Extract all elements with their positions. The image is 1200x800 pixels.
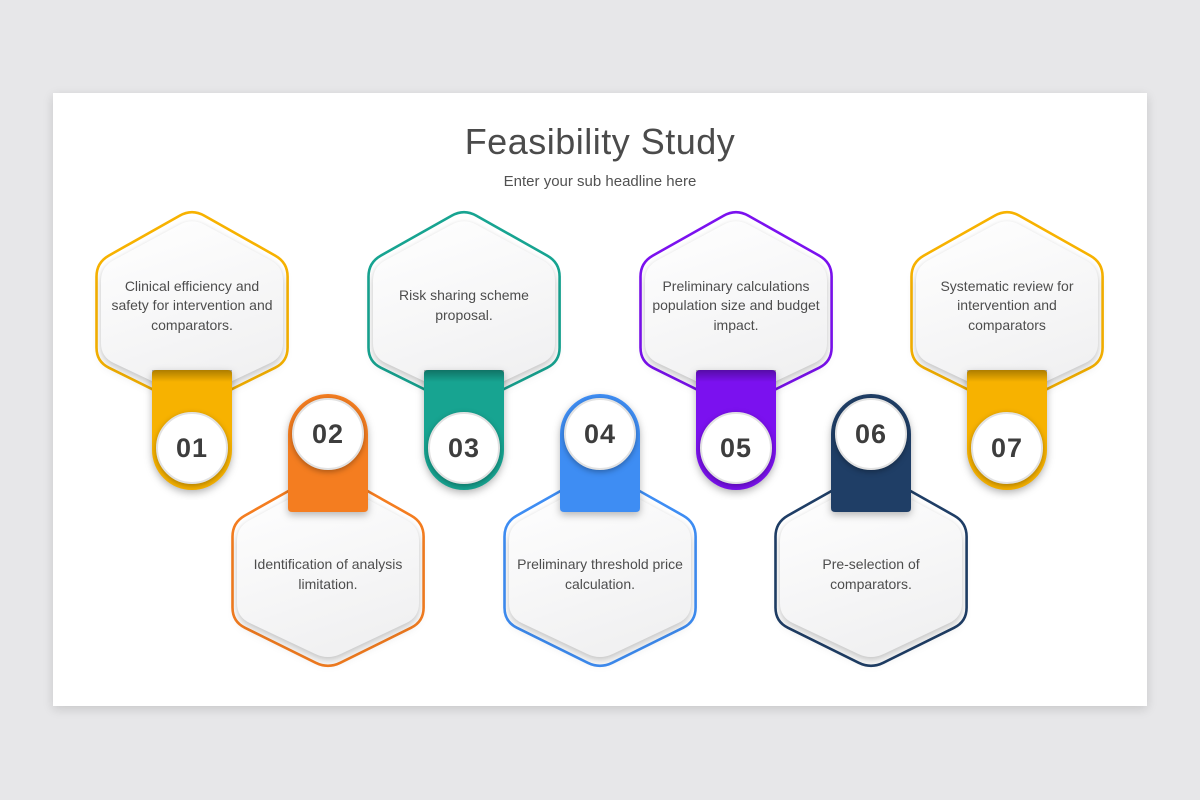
hexagon-art xyxy=(231,394,425,668)
card-step-03: Risk sharing scheme proposal. 03 xyxy=(364,200,564,500)
card-step-04: Preliminary threshold price calculation.… xyxy=(500,385,700,685)
card-description: Risk sharing scheme proposal. xyxy=(399,287,529,323)
hexagon-art xyxy=(774,394,968,668)
card-number-badge: 06 xyxy=(854,418,888,449)
hexagon-art xyxy=(367,210,561,490)
card-step-06: Pre-selection of comparators. 06 xyxy=(771,385,971,685)
card-number-badge: 04 xyxy=(583,418,617,449)
card-number-badge: 01 xyxy=(175,432,209,463)
slide-canvas: Feasibility Study Enter your sub headlin… xyxy=(53,93,1147,706)
card-step-07: Systematic review for intervention and c… xyxy=(907,200,1107,500)
card-number-badge: 03 xyxy=(447,432,481,463)
page-title: Feasibility Study xyxy=(464,121,736,162)
process-cards: Clinical efficiency and safety for inter… xyxy=(53,93,1147,706)
card-step-02: Identification of analysis limitation. 0… xyxy=(228,385,428,685)
hexagon-art xyxy=(910,210,1104,490)
card-number-badge: 07 xyxy=(990,432,1024,463)
card-description: Preliminary threshold price calculation. xyxy=(517,556,683,592)
card-description: Systematic review for intervention and c… xyxy=(940,277,1074,333)
card-number-badge: 05 xyxy=(719,432,753,463)
card-description: Clinical efficiency and safety for inter… xyxy=(111,277,273,333)
hexagon-art xyxy=(95,210,289,490)
card-description: Identification of analysis limitation. xyxy=(253,556,403,592)
hexagon-art xyxy=(639,210,833,490)
card-step-01: Clinical efficiency and safety for inter… xyxy=(92,200,292,500)
card-description: Preliminary calculations population size… xyxy=(652,277,820,333)
card-step-05: Preliminary calculations population size… xyxy=(636,200,836,500)
card-description: Pre-selection of comparators. xyxy=(822,556,920,592)
card-number-badge: 02 xyxy=(311,418,345,449)
page-subtitle: Enter your sub headline here xyxy=(503,173,697,190)
hexagon-art xyxy=(503,394,697,668)
